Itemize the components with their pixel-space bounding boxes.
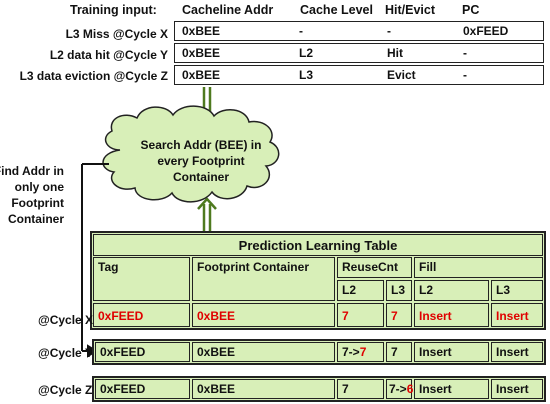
cloud-shape — [102, 105, 280, 203]
old-value: 7-> — [389, 382, 407, 396]
training-cell-pc: - — [463, 68, 467, 82]
cycle-x-fill-l2: Insert — [414, 303, 489, 327]
training-cell-addr: 0xBEE — [182, 68, 221, 82]
training-cell-level: L2 — [299, 46, 314, 60]
cycle-y-reuse-l2: 7->7 — [337, 342, 384, 362]
plt-col-footprint: Footprint Container — [192, 257, 335, 301]
plt-sub-l2: L2 — [337, 280, 384, 301]
cycle-z-fill-l3: Insert — [491, 379, 543, 399]
cycle-y-fill-l3: Insert — [491, 342, 543, 362]
cloud-text: Search Addr (BEE) in — [140, 138, 262, 152]
side-note-text: Container — [7, 212, 64, 226]
side-note-text: Footprint — [11, 196, 64, 210]
training-cell-level: L3 — [299, 68, 314, 82]
plt-sub-l3: L3 — [491, 280, 543, 301]
cycle-label: @Cycle X — [38, 313, 94, 327]
training-row-label: L3 data eviction @Cycle Z — [19, 69, 168, 83]
training-cell-addr: 0xBEE — [182, 46, 221, 60]
col-cacheline-addr: Cacheline Addr — [182, 3, 274, 17]
cycle-x-tag: 0xFEED — [93, 303, 190, 327]
new-value: 6 — [406, 382, 414, 396]
side-note-text: Find Addr in — [0, 164, 64, 178]
col-cache-level: Cache Level — [300, 3, 373, 17]
cycle-label: @Cycle Z — [38, 383, 93, 397]
old-value: 7-> — [342, 345, 360, 359]
training-cell-addr: 0xBEE — [182, 24, 221, 38]
training-row: 0xBEE L3 Evict - — [174, 65, 544, 85]
cloud-text: every Footprint — [157, 154, 245, 168]
training-cell-hit: Hit — [387, 46, 403, 60]
plt-col-reusecnt: ReuseCnt — [337, 257, 412, 278]
cycle-x-reuse-l3: 7 — [386, 303, 412, 327]
training-row: 0xBEE - - 0xFEED — [174, 21, 544, 41]
plt-sub-l2: L2 — [414, 280, 489, 301]
training-row-label: L3 Miss @Cycle X — [65, 27, 168, 41]
plt-sub-l3: L3 — [386, 280, 412, 301]
training-input-header: Training input: — [70, 3, 157, 17]
col-pc: PC — [462, 3, 480, 17]
training-cell-pc: 0xFEED — [463, 24, 509, 38]
cycle-z-footprint: 0xBEE — [192, 379, 335, 399]
training-cell-level: - — [299, 24, 303, 38]
cycle-z-fill-l2: Insert — [414, 379, 489, 399]
cycle-x-reuse-l2: 7 — [337, 303, 384, 327]
cycle-z-reuse-l2: 7 — [337, 379, 384, 399]
cycle-y-fill-l2: Insert — [414, 342, 489, 362]
col-hit-evict: Hit/Evict — [385, 3, 436, 17]
cycle-x-fill-l3: Insert — [491, 303, 543, 327]
training-cell-hit: - — [387, 24, 391, 38]
up-arrow-icon — [197, 197, 217, 232]
new-value: 7 — [359, 345, 367, 359]
cycle-y-tag: 0xFEED — [95, 342, 190, 362]
plt-title: Prediction Learning Table — [93, 234, 543, 256]
training-row: 0xBEE L2 Hit - — [174, 43, 544, 63]
training-cell-pc: - — [463, 46, 467, 60]
training-row-label: L2 data hit @Cycle Y — [49, 48, 168, 62]
cycle-x-footprint: 0xBEE — [192, 303, 335, 327]
plt-col-fill: Fill — [414, 257, 543, 278]
plt-col-tag: Tag — [93, 257, 190, 301]
cycle-y-reuse-l3: 7 — [386, 342, 412, 362]
cloud-text: Container — [172, 170, 229, 184]
cycle-z-tag: 0xFEED — [95, 379, 190, 399]
cycle-z-reuse-l3: 7->6 — [386, 379, 414, 399]
side-note-text: only one — [14, 180, 64, 194]
training-cell-hit: Evict — [387, 68, 416, 82]
cycle-y-footprint: 0xBEE — [192, 342, 335, 362]
cycle-label: @Cycle Y — [38, 346, 93, 360]
